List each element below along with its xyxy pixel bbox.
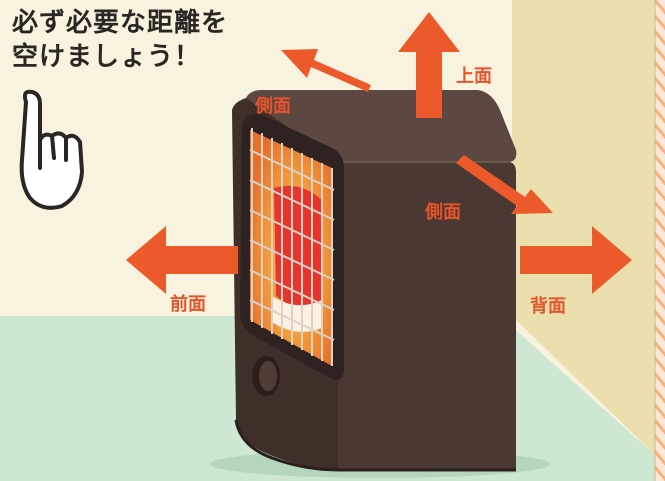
- label-side-upper: 側面: [255, 96, 291, 117]
- label-side-lower: 側面: [425, 202, 461, 223]
- label-back: 背面: [530, 296, 566, 317]
- heater-element: [274, 185, 322, 308]
- arrow-upper-left-icon: [281, 49, 371, 92]
- arrow-left-icon: [126, 226, 238, 294]
- wall: [512, 0, 655, 455]
- pointing-hand-icon: [19, 89, 84, 210]
- arrow-right-icon: [520, 226, 632, 294]
- kerosene-heater: [232, 90, 517, 472]
- label-top: 上面: [456, 66, 492, 87]
- label-front: 前面: [170, 294, 206, 315]
- heading: 必ず必要な距離を 空けましょう！: [12, 6, 228, 74]
- arrow-lower-right-icon: [456, 155, 553, 214]
- heading-line-2: 空けましょう！: [12, 42, 202, 72]
- arrow-up-icon: [398, 12, 460, 118]
- heater-grille: [249, 128, 335, 366]
- wall-edge-stripes: [655, 0, 665, 481]
- heading-line-1: 必ず必要な距離を: [12, 8, 229, 38]
